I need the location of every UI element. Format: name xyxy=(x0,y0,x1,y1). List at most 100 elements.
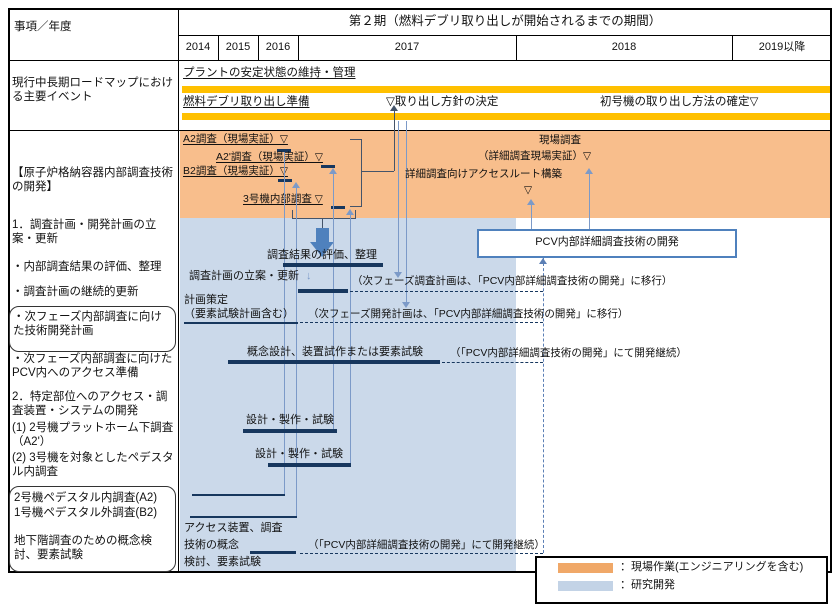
row7-label-line3: 検討、要素試験 xyxy=(184,556,261,568)
table-row-divider-events xyxy=(8,130,832,131)
table-row-divider-years xyxy=(8,60,832,61)
rd-band xyxy=(180,218,516,572)
pcv-to-survey-arrow xyxy=(585,168,593,174)
debris-prep-label: 燃料デブリ取り出し準備 xyxy=(183,96,310,108)
connector-a2dash xyxy=(333,174,334,430)
pedestal-survey-box xyxy=(9,486,176,572)
dev-boxed1: ・次フェーズ内部調査に向けた技術開発計画 xyxy=(13,311,162,338)
boxed2-line1: 2号機ペデスタル内調査(A2) xyxy=(14,492,158,504)
policy-arrowhead xyxy=(390,105,398,111)
events-row-label: 現行中長期ロードマップにおける主要イベント xyxy=(12,77,173,104)
pcv-development-label: PCV内部詳細調査技術の開発 xyxy=(535,236,679,248)
milestone-a2-tick xyxy=(277,149,291,152)
row3-dashed-line xyxy=(300,322,543,323)
connector-a2dash-arrow xyxy=(329,168,337,174)
connector-unit3-arrow xyxy=(346,209,354,215)
row7-label-line1: アクセス装置、調査 xyxy=(184,522,283,534)
row6-bar xyxy=(268,463,351,467)
row3-note: （次フェーズ開発計画は、「PCV内部詳細調査技術の開発」に移行） xyxy=(308,308,629,320)
row3-bar xyxy=(184,322,298,324)
year-divider-5 xyxy=(732,35,733,60)
year-2017: 2017 xyxy=(394,41,420,53)
milestone-a2: A2調査（現場実証）▽ xyxy=(183,133,288,145)
next-phase-plan-box xyxy=(9,306,176,352)
boxed2-line3: 地下階調査のための概念検討、要素試験 xyxy=(14,535,152,562)
milestone-unit3: 3号機内部調査 ▽ xyxy=(243,193,323,205)
row1-bar xyxy=(283,263,383,267)
dev-bullet1: ・内部調査結果の評価、整理 xyxy=(12,261,162,273)
access-route-marker: ▽ xyxy=(524,184,533,196)
feedback-block-arrow-head xyxy=(310,242,334,257)
pedestal-a2-elbow-bar xyxy=(192,494,285,496)
retrieval-method-milestone: 初号機の取り出し方法の確定▽ xyxy=(600,96,759,108)
connector-b2-arrow xyxy=(292,182,300,188)
row6-label: 設計・製作・試験 xyxy=(255,448,343,460)
row2-label: 調査計画の立案・更新 xyxy=(189,270,299,282)
legend-swatch-rd xyxy=(558,581,613,591)
site-survey-line1: 現場調査 xyxy=(539,134,581,146)
row7-note: （「PCV内部詳細調査技術の開発」にて開発継続） xyxy=(308,539,545,551)
row4-note: （「PCV内部詳細調査技術の開発」にて開発継続） xyxy=(450,347,687,359)
table-outer-border xyxy=(8,8,832,573)
site-survey-line2: （詳細調査現場実証）▽ xyxy=(478,150,592,162)
field-work-band xyxy=(180,131,831,218)
table-col-divider xyxy=(178,8,179,573)
row7-bar xyxy=(250,551,296,554)
dev-item1: 1．調査計画・開発計画の立案・更新 xyxy=(12,219,157,246)
dev-bullet3: ・次フェーズ内部調査に向けたPCV内へのアクセス準備 xyxy=(12,353,173,380)
handoff-line-1 xyxy=(398,121,399,272)
row3-label-line1: 計画策定 xyxy=(184,294,228,306)
pcv-development-box xyxy=(477,229,737,258)
year-2016: 2016 xyxy=(265,41,291,53)
pcv-to-access-arrow xyxy=(527,199,535,205)
row2-down-arrow: ↓ xyxy=(306,270,312,282)
milestone-unit3-tick xyxy=(331,206,345,209)
dev-item2: 2．特定部位へのアクセス・調査装置・システムの開発 xyxy=(12,391,168,418)
row7-dashed-line xyxy=(300,553,543,554)
policy-arrow-line xyxy=(394,110,395,171)
year-2015: 2015 xyxy=(225,41,251,53)
row5-label: 設計・製作・試験 xyxy=(246,414,334,426)
row3-label-line2: （要素試験計画含む） xyxy=(184,308,294,320)
row5-bar xyxy=(243,429,337,433)
milestone-a2dash: A2'調査（現場実証）▽ xyxy=(216,151,323,163)
year-divider-2 xyxy=(258,35,259,60)
year-2019: 2019以降 xyxy=(758,41,806,53)
row7-label-line2: 技術の概念 xyxy=(184,539,239,551)
connector-unit3 xyxy=(350,215,351,464)
milestone-group-bracket xyxy=(350,139,362,207)
handoff-arrow-1 xyxy=(394,272,402,278)
table-row-divider-title xyxy=(178,35,832,36)
dev-heading: 【原子炉格納容器内部調査技術の開発】 xyxy=(12,167,173,194)
row4-dashed-line xyxy=(442,362,543,363)
dev-sub2: (2) 3号機を対象としたペデスタル内調査 xyxy=(12,452,174,479)
pcv-continuation-arrow xyxy=(539,258,547,264)
pedestal-b2-elbow-bar xyxy=(190,516,297,518)
legend-label-rd: ：研究開発 xyxy=(620,579,675,591)
legend-swatch-field-work xyxy=(558,563,613,573)
debris-prep-bar xyxy=(182,113,830,120)
row2-bar xyxy=(298,289,348,293)
plant-stability-label: プラントの安定状態の維持・管理 xyxy=(183,67,356,79)
underbrace-stem xyxy=(322,218,323,229)
row2-note: （次フェーズ調査計画は、「PCV内部詳細調査技術の開発」に移行） xyxy=(352,275,673,287)
pcv-to-survey-line xyxy=(589,174,590,229)
pcv-continuation-dashed-line xyxy=(543,258,544,553)
milestone-b2: B2調査（現場実証）▽ xyxy=(183,165,288,177)
year-divider-4 xyxy=(516,35,517,60)
handoff-line-2 xyxy=(406,121,407,302)
row4-bar xyxy=(228,360,440,364)
bracket-connector xyxy=(361,171,394,172)
row4-label: 概念設計、装置試作または要素試験 xyxy=(247,346,423,358)
year-2018: 2018 xyxy=(611,41,637,53)
year-divider-1 xyxy=(218,35,219,60)
policy-decision-milestone: ▽取り出し方針の決定 xyxy=(386,96,499,108)
dev-sub1: (1) 2号機プラットホーム下調査（A2'） xyxy=(12,422,174,449)
year-divider-3 xyxy=(298,35,299,60)
access-route-label: 詳細調査向けアクセスルート構築 xyxy=(405,168,562,180)
boxed2-line2: 1号機ペデスタル外調査(B2) xyxy=(14,507,158,519)
period-title: 第２期（燃料デブリ取り出しが開始されるまでの期間） xyxy=(348,14,662,28)
milestone-a2dash-tick xyxy=(321,165,335,168)
pcv-to-access-line xyxy=(531,205,532,229)
milestone-underbrace xyxy=(292,210,356,219)
